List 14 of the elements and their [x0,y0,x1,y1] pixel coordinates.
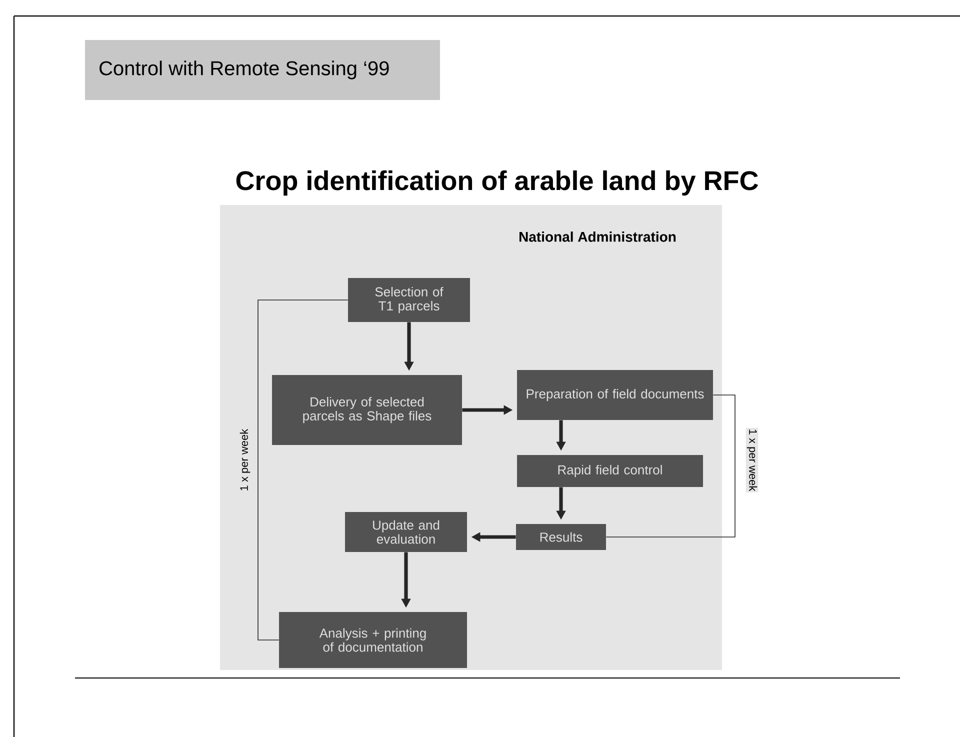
process-box: Delivery of selected parcels as Shape files [272,375,462,445]
loop-line [606,394,736,538]
edge-label: 1 x per week [746,428,758,492]
edge-label: 1 x per week [238,428,252,492]
process-box: Selection of T1 parcels [348,278,470,322]
process-box: Rapid field control [517,455,703,487]
loop-line [258,300,348,640]
column-heading: National Administration [519,232,676,242]
process-box: Results [516,524,606,550]
title: Crop identification of arable land by RFC [236,170,758,196]
process-box: Preparation of field documents [517,370,713,420]
process-box: Analysis + printing of documentation [279,612,467,668]
process-box: Update and evaluation [345,512,467,552]
header-text: Control with Remote Sensing ‘99 [100,60,389,80]
